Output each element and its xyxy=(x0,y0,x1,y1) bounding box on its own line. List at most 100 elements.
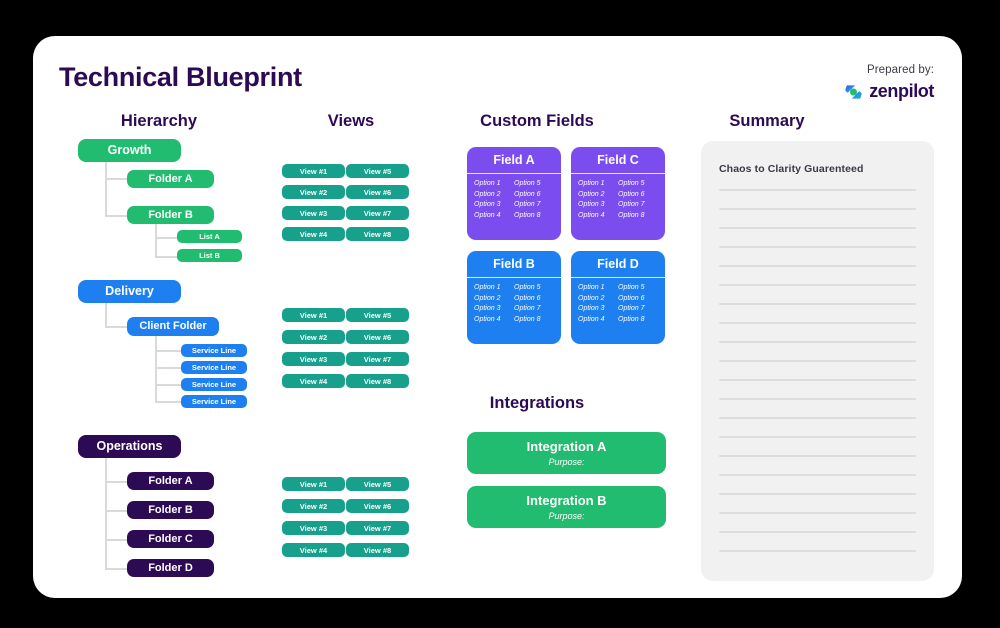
summary-line[interactable] xyxy=(719,455,916,457)
view-chip[interactable]: View #4 xyxy=(282,374,345,388)
page-title: Technical Blueprint xyxy=(59,62,302,92)
view-chip[interactable]: View #2 xyxy=(282,330,345,344)
view-chip[interactable]: View #3 xyxy=(282,352,345,366)
tree-connector xyxy=(105,458,107,570)
view-chip[interactable]: View #5 xyxy=(346,308,409,322)
custom-field-option: Option 5 xyxy=(514,284,541,291)
tree-node-folder-a[interactable]: Folder A xyxy=(127,472,214,490)
custom-field-card-c[interactable]: Field C Option 1 Option 5 Option 2 Optio… xyxy=(571,147,665,240)
tree-connector xyxy=(155,367,181,369)
summary-line[interactable] xyxy=(719,208,916,210)
summary-line[interactable] xyxy=(719,284,916,286)
view-chip[interactable]: View #3 xyxy=(282,521,345,535)
summary-line[interactable] xyxy=(719,303,916,305)
tree-node-root[interactable]: Delivery xyxy=(78,280,181,303)
summary-line[interactable] xyxy=(719,531,916,533)
view-chip[interactable]: View #6 xyxy=(346,330,409,344)
tree-node-root[interactable]: Growth xyxy=(78,139,181,162)
tree-node-list-a[interactable]: List A xyxy=(177,230,242,243)
custom-field-option: Option 6 xyxy=(618,190,645,198)
integration-purpose: Purpose: xyxy=(548,511,585,521)
summary-line[interactable] xyxy=(719,550,916,552)
tree-connector xyxy=(155,350,181,352)
view-chip[interactable]: View #4 xyxy=(282,543,345,557)
custom-field-option: Option 4 xyxy=(578,315,605,323)
custom-field-option: Option 5 xyxy=(618,284,645,291)
custom-field-option: Option 7 xyxy=(514,201,541,208)
view-chip[interactable]: View #6 xyxy=(346,499,409,513)
view-chip[interactable]: View #7 xyxy=(346,352,409,366)
summary-panel: Chaos to Clarity Guarenteed xyxy=(701,141,934,581)
view-chip[interactable]: View #7 xyxy=(346,206,409,220)
tree-node-folder-d[interactable]: Folder D xyxy=(127,559,214,577)
view-chip[interactable]: View #2 xyxy=(282,499,345,513)
tree-node-service-line[interactable]: Service Line xyxy=(181,344,247,357)
custom-field-option: Option 7 xyxy=(514,305,541,312)
view-chip[interactable]: View #2 xyxy=(282,185,345,199)
tree-node-service-line[interactable]: Service Line xyxy=(181,378,247,391)
view-chip[interactable]: View #5 xyxy=(346,477,409,491)
tree-node-client-folder[interactable]: Client Folder xyxy=(127,317,219,336)
view-chip[interactable]: View #1 xyxy=(282,308,345,322)
view-chip[interactable]: View #3 xyxy=(282,206,345,220)
integration-name: Integration A xyxy=(526,439,607,454)
summary-line[interactable] xyxy=(719,398,916,400)
tree-connector xyxy=(105,510,127,512)
summary-line[interactable] xyxy=(719,189,916,191)
tree-node-folder-c[interactable]: Folder C xyxy=(127,530,214,548)
summary-line[interactable] xyxy=(719,379,916,381)
custom-field-option: Option 4 xyxy=(474,315,501,323)
summary-line[interactable] xyxy=(719,341,916,343)
custom-field-option: Option 2 xyxy=(578,294,605,302)
tree-node-folder-a[interactable]: Folder A xyxy=(127,170,214,188)
blueprint-page: Technical Blueprint Prepared by: zenpilo… xyxy=(33,36,962,598)
view-chip[interactable]: View #8 xyxy=(346,374,409,388)
view-chip[interactable]: View #8 xyxy=(346,227,409,241)
integration-card-b[interactable]: Integration B Purpose: xyxy=(467,486,666,528)
summary-line[interactable] xyxy=(719,436,916,438)
integration-card-a[interactable]: Integration A Purpose: xyxy=(467,432,666,474)
tree-connector xyxy=(105,326,127,328)
view-chip[interactable]: View #4 xyxy=(282,227,345,241)
tree-node-service-line[interactable]: Service Line xyxy=(181,361,247,374)
summary-line[interactable] xyxy=(719,246,916,248)
tree-node-folder-b[interactable]: Folder B xyxy=(127,501,214,519)
summary-line[interactable] xyxy=(719,322,916,324)
custom-field-card-d[interactable]: Field D Option 1 Option 5 Option 2 Optio… xyxy=(571,251,665,344)
summary-line[interactable] xyxy=(719,474,916,476)
custom-field-title: Field D xyxy=(571,251,665,278)
view-chip[interactable]: View #8 xyxy=(346,543,409,557)
tree-connector xyxy=(155,336,157,402)
view-chip[interactable]: View #7 xyxy=(346,521,409,535)
summary-line[interactable] xyxy=(719,227,916,229)
section-heading-summary: Summary xyxy=(729,112,805,130)
summary-line[interactable] xyxy=(719,360,916,362)
custom-field-option: Option 6 xyxy=(514,190,541,198)
summary-line[interactable] xyxy=(719,512,916,514)
view-chip[interactable]: View #6 xyxy=(346,185,409,199)
custom-field-option: Option 3 xyxy=(474,305,501,312)
tree-node-root[interactable]: Operations xyxy=(78,435,181,458)
summary-line[interactable] xyxy=(719,265,916,267)
section-heading-hierarchy: Hierarchy xyxy=(120,112,198,130)
prepared-by-label: Prepared by: xyxy=(866,64,934,76)
summary-line[interactable] xyxy=(719,493,916,495)
view-chip[interactable]: View #5 xyxy=(346,164,409,178)
tree-connector xyxy=(105,568,127,570)
integration-name: Integration B xyxy=(526,493,607,508)
tree-node-list-b[interactable]: List B xyxy=(177,249,242,262)
section-heading-custom-fields: Custom Fields xyxy=(480,112,594,130)
view-chip[interactable]: View #1 xyxy=(282,164,345,178)
custom-field-option: Option 3 xyxy=(474,201,501,208)
view-chip[interactable]: View #1 xyxy=(282,477,345,491)
tree-connector xyxy=(155,401,181,403)
summary-ruled-lines xyxy=(719,189,916,552)
custom-field-option: Option 7 xyxy=(618,201,645,208)
tree-node-service-line[interactable]: Service Line xyxy=(181,395,247,408)
tree-node-folder-b[interactable]: Folder B xyxy=(127,206,214,224)
custom-field-option: Option 8 xyxy=(618,315,645,323)
custom-field-card-a[interactable]: Field A Option 1 Option 5 Option 2 Optio… xyxy=(467,147,561,240)
tree-connector xyxy=(155,256,177,258)
summary-line[interactable] xyxy=(719,417,916,419)
custom-field-card-b[interactable]: Field B Option 1 Option 5 Option 2 Optio… xyxy=(467,251,561,344)
